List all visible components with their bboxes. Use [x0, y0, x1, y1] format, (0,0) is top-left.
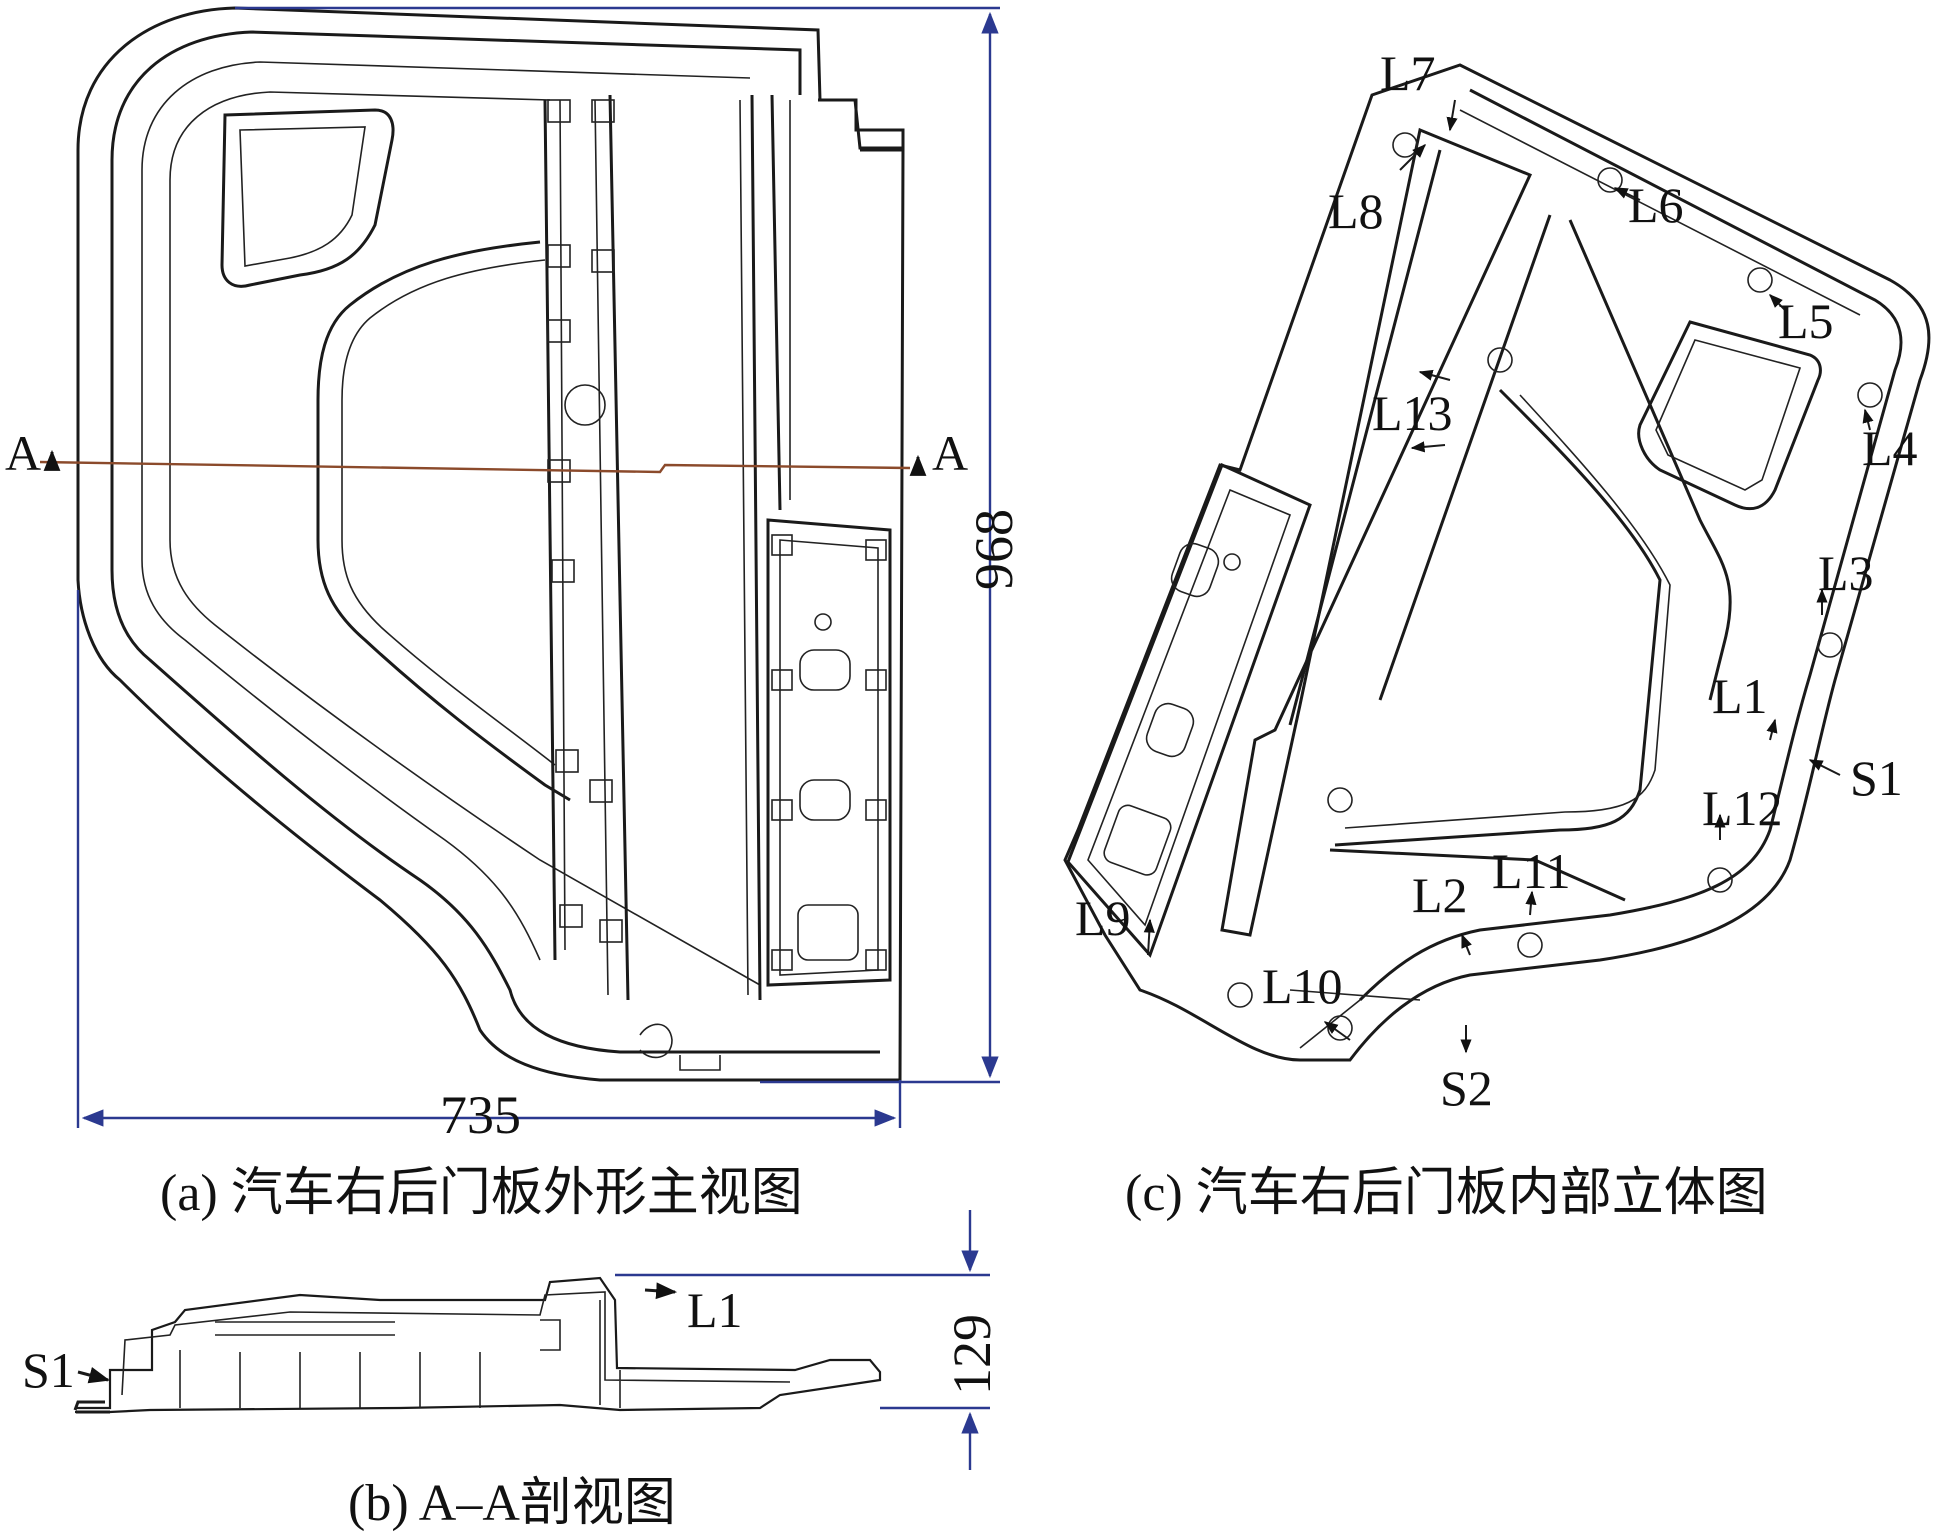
callout-arrows	[1143, 99, 1874, 1054]
label-c-s1: S1	[1850, 750, 1903, 806]
window-opening	[220, 108, 395, 288]
label-b-s1: S1	[22, 1342, 75, 1398]
label-c-l6: L6	[1628, 177, 1684, 233]
clip-bosses	[547, 99, 623, 943]
label-c-l12: L12	[1702, 780, 1783, 836]
door-inner-outline	[1063, 63, 1931, 1062]
caption-b: (b) A–A剖视图	[348, 1475, 676, 1532]
clip-bosses-c	[1227, 132, 1883, 1041]
width-dimension: 735	[440, 1085, 521, 1145]
section-mark-left: A	[5, 425, 41, 481]
label-c-l4: L4	[1862, 420, 1918, 476]
view-c-3d-view: L7 L8 L6 L5 L13 L4 L3 L1 S1 L12 L11 L2 L…	[1063, 45, 1931, 1222]
inner-recess	[316, 240, 571, 802]
section-cut-line-a-a	[39, 460, 911, 474]
label-c-l1: L1	[1712, 668, 1768, 724]
height-dimension-b: 129	[942, 1314, 1002, 1395]
section-mark-right: A	[932, 425, 968, 481]
caption-c: (c) 汽车右后门板内部立体图	[1125, 1165, 1768, 1222]
window-opening-c	[1637, 320, 1822, 511]
section-profile	[75, 1276, 882, 1414]
label-c-l9: L9	[1075, 890, 1131, 946]
view-a-front-view: A A 735 968 (a) 汽车右后门板外形主视图	[5, 6, 1024, 1222]
bracket-plate	[766, 518, 892, 987]
label-b-l1: L1	[687, 1282, 743, 1338]
label-c-l8: L8	[1328, 183, 1384, 239]
inner-frame	[1220, 127, 1533, 937]
label-c-l11: L11	[1492, 843, 1571, 899]
door-panel-outline	[76, 6, 905, 1082]
label-c-l7: L7	[1380, 45, 1436, 101]
height-dimension: 968	[964, 509, 1024, 590]
view-b-section: 129 S1 L1 (b) A–A剖视图	[22, 1210, 1002, 1532]
label-c-l5: L5	[1778, 293, 1834, 349]
label-c-l2: L2	[1412, 867, 1468, 923]
label-c-l3: L3	[1818, 545, 1874, 601]
label-c-l10: L10	[1262, 958, 1343, 1014]
left-bracket-panel	[1066, 462, 1312, 958]
label-c-l13: L13	[1372, 385, 1453, 441]
label-c-s2: S2	[1440, 1060, 1493, 1116]
caption-a: (a) 汽车右后门板外形主视图	[160, 1165, 803, 1222]
